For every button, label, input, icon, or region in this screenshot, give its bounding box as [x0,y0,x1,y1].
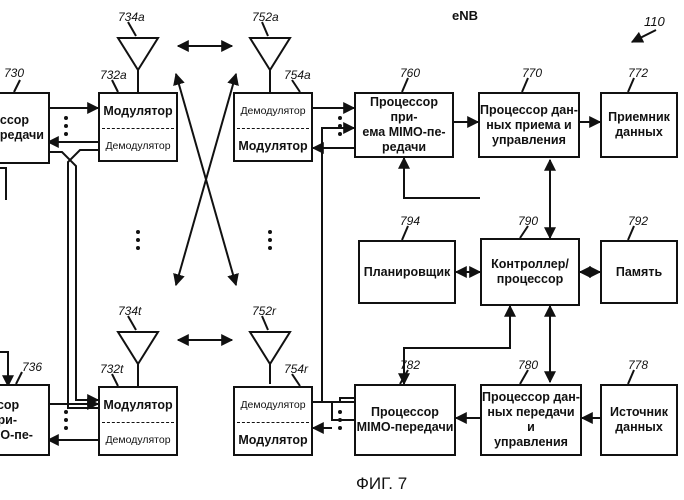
antenna-752r-icon [250,332,290,384]
mimo-rx-processor-760-block: Процессор при- ема MIMO-пе- редачи [354,92,454,158]
demod-mod-754r-block: Демодулятор Модулятор [233,386,313,456]
ref-794: 794 [400,214,420,228]
ref-736: 736 [22,360,42,374]
tx-data-processor-780-block: Процессор дан- ных передачи и управления [480,384,582,456]
ref-790: 790 [518,214,538,228]
rx-processor-736-text: ссор при- MO-пе- [0,398,44,443]
data-source-778-block: Источник данных [600,384,678,456]
scheduler-text: Планировщик [364,265,451,280]
ref-732t: 732t [100,362,123,376]
memory-text: Память [616,265,662,280]
rx-data-processor-770-block: Процессор дан- ных приема и управления [478,92,580,158]
ref-110: 110 [644,14,665,29]
data-sink-772-block: Приемник данных [600,92,678,158]
data-source-text: Источник данных [610,405,668,435]
memory-792-block: Память [600,240,678,304]
demodulator-732a: Демодулятор [100,130,176,162]
ref-792: 792 [628,214,648,228]
rx-data-processor-text: Процессор дан- ных приема и управления [480,103,578,148]
modulator-754r: Модулятор [235,424,311,456]
tx-processor-730-block: цессор передачи [0,92,50,164]
ref-770: 770 [522,66,542,80]
mod-demod-732t-block: Модулятор Демодулятор [98,386,178,456]
ref-782: 782 [400,358,420,372]
ref-778: 778 [628,358,648,372]
mod-demod-732a-block: Модулятор Демодулятор [98,92,178,162]
ref-752a: 752a [252,10,279,24]
ref-772: 772 [628,66,648,80]
figure-caption: ФИГ. 7 [356,474,407,494]
data-sink-text: Приемник данных [608,110,670,140]
ref-754r: 754r [284,362,308,376]
antenna-734t-icon [118,332,158,386]
tx-data-processor-text: Процессор дан- ных передачи и управления [482,390,580,450]
ref-754a: 754a [284,68,311,82]
controller-text: Контроллер/ процессор [491,257,569,287]
modulator-754a: Модулятор [235,130,311,162]
demod-mod-754a-block: Демодулятор Модулятор [233,92,313,162]
demodulator-754a: Демодулятор [235,94,311,128]
scheduler-794-block: Планировщик [358,240,456,304]
mimo-rx-processor-text: Процессор при- ема MIMO-пе- редачи [356,95,452,155]
demodulator-732t: Демодулятор [100,424,176,456]
antenna-752a-icon [250,38,290,92]
ref-752r: 752r [252,304,276,318]
demodulator-754r: Демодулятор [235,388,311,422]
controller-790-block: Контроллер/ процессор [480,238,580,306]
ref-760: 760 [400,66,420,80]
ref-730: 730 [4,66,24,80]
modulator-732a: Модулятор [100,94,176,128]
ref-780: 780 [518,358,538,372]
antenna-734a-icon [118,38,158,92]
ref-734t: 734t [118,304,141,318]
ref-732a: 732a [100,68,127,82]
tx-processor-730-text: цессор передачи [0,113,44,143]
enb-title: eNB [452,8,478,23]
modulator-732t: Модулятор [100,388,176,422]
mimo-tx-processor-782-block: Процессор MIMO-передачи [354,384,456,456]
mimo-tx-processor-text: Процессор MIMO-передачи [357,405,454,435]
rx-processor-736-block: ссор при- MO-пе- [0,384,50,456]
ref-734a: 734a [118,10,145,24]
